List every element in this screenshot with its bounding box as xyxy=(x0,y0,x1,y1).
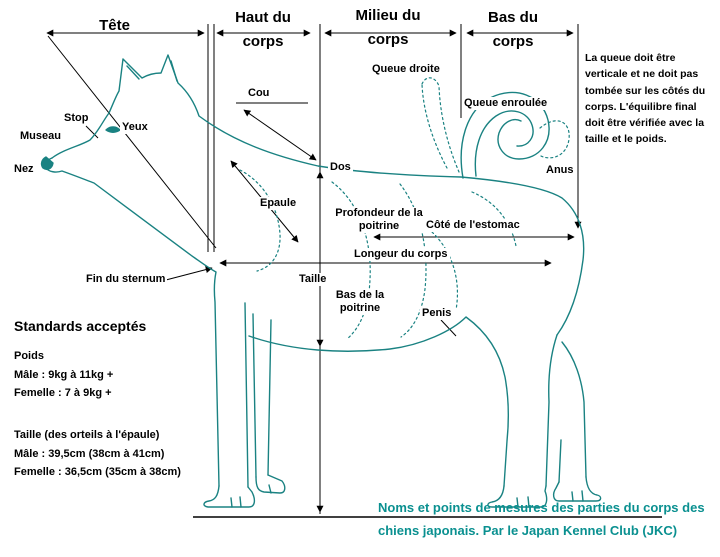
section-milieu-du-corps: Milieu du corps xyxy=(355,7,421,48)
straight-tail-ghost xyxy=(421,77,460,173)
standards-height-male: Mâle : 39,5cm (38cm à 41cm) xyxy=(14,448,165,460)
section-bas-du-corps: Bas du corps xyxy=(487,9,538,50)
label-cou: Cou xyxy=(246,87,272,100)
label-queue-enroulee: Queue enroulée xyxy=(462,97,550,110)
standards-weight-female: Femelle : 7 à 9kg + xyxy=(14,387,112,399)
front-paw xyxy=(203,485,256,508)
label-bas-poitrine: Bas de la poitrine xyxy=(327,289,393,315)
far-rear-paw xyxy=(552,476,602,502)
label-yeux: Yeux xyxy=(120,121,150,134)
section-tete: Tête xyxy=(99,17,130,34)
standards-weight-title: Poids xyxy=(14,350,44,362)
far-rear-toes xyxy=(571,490,584,502)
far-front-toes xyxy=(268,484,272,494)
penis-pointer xyxy=(440,319,457,337)
sternum-arrow xyxy=(161,266,213,282)
stomach-dotted xyxy=(431,231,459,311)
label-dos: Dos xyxy=(328,161,353,174)
label-cote-estomac: Côté de l'estomac xyxy=(424,219,522,232)
dog-drawing xyxy=(40,54,602,508)
label-stop: Stop xyxy=(62,112,91,125)
label-longueur-corps: Longeur du corps xyxy=(352,248,450,261)
belly-and-rear-leg-front xyxy=(248,316,510,487)
standards-title: Standards acceptés xyxy=(14,318,147,334)
stop-pointer xyxy=(85,125,99,139)
label-epaule: Epaule xyxy=(258,197,299,210)
tail-inner xyxy=(474,110,534,177)
label-profondeur-poitrine: Profondeur de la poitrine xyxy=(328,207,430,233)
label-fin-sternum: Fin du sternum xyxy=(84,273,168,286)
rear-toes xyxy=(516,496,530,508)
eye xyxy=(105,126,121,133)
section-haut-du-corps: Haut du corps xyxy=(235,9,291,50)
standards-weight-male: Mâle : 9kg à 11kg + xyxy=(14,369,114,381)
far-front-leg xyxy=(252,313,272,478)
hip-dotted xyxy=(471,191,517,247)
standards-height-title: Taille (des orteils à l'épaule) xyxy=(14,429,160,441)
front-leg-back xyxy=(244,302,249,488)
rear-paw xyxy=(487,485,548,508)
rib-line-1 xyxy=(331,181,371,340)
label-queue-droite: Queue droite xyxy=(370,63,442,76)
shoulder-blade-dotted xyxy=(239,169,281,272)
head-axis-line xyxy=(47,35,217,249)
curled-tail-ghost xyxy=(538,120,570,159)
dog-outline-top xyxy=(51,54,585,336)
label-penis: Penis xyxy=(420,307,454,320)
dotted-guides xyxy=(239,77,570,340)
front-toes xyxy=(230,496,242,508)
ear-inner-lines xyxy=(126,60,178,82)
nose-tip xyxy=(40,156,54,171)
label-museau: Museau xyxy=(18,130,63,143)
standards-height-female: Femelle : 36,5cm (35cm à 38cm) xyxy=(14,466,181,478)
diagram-caption: Noms et points de mesures des parties du… xyxy=(378,500,705,538)
far-rear-leg xyxy=(558,341,587,483)
tail-note: La queue doit être verticale et ne doit … xyxy=(585,52,706,146)
measurement-lines xyxy=(46,24,662,518)
label-nez: Nez xyxy=(12,163,36,176)
far-front-paw xyxy=(255,474,286,494)
label-anus: Anus xyxy=(544,164,576,177)
rear-leg-near-back xyxy=(545,334,558,487)
label-taille: Taille xyxy=(297,273,329,286)
cou-arrow xyxy=(243,109,317,161)
